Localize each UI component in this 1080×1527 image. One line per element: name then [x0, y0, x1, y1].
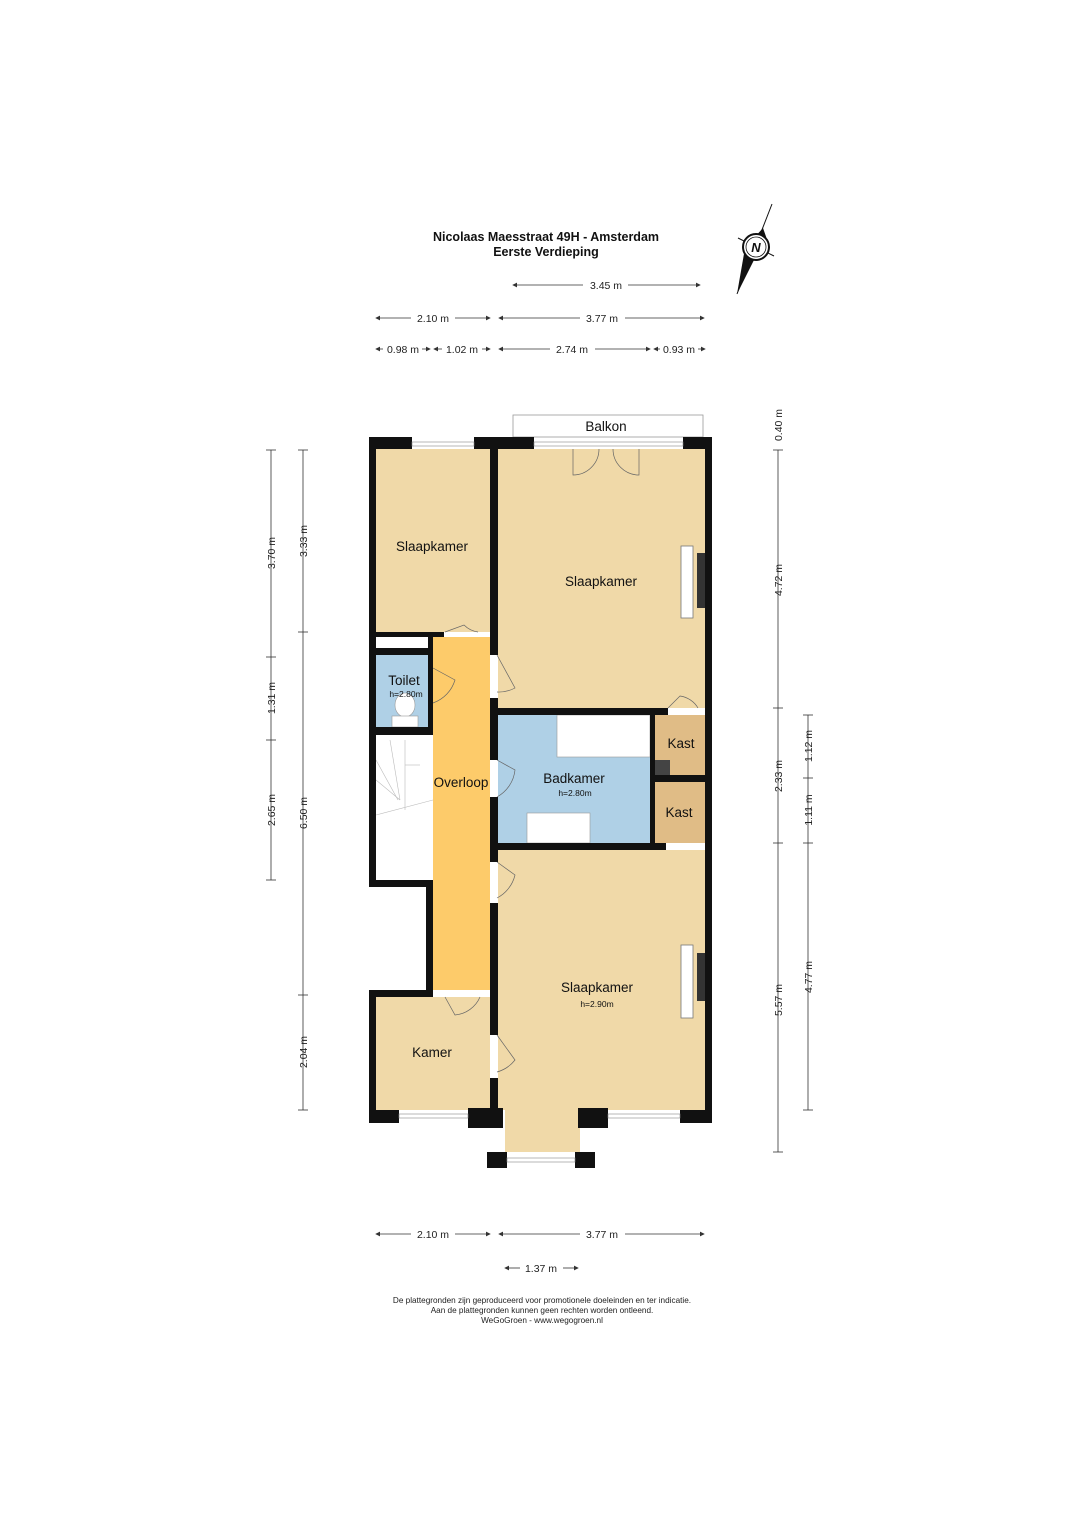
dim-top-2-10: 2.10 m [417, 313, 449, 325]
staircase-steps-icon [375, 739, 434, 816]
bottom-dimensions: 2.10 m 3.77 m 1.37 m [375, 1229, 705, 1275]
dim-right-5-57: 5.57 m [773, 984, 785, 1016]
plan-subtitle: Eerste Verdieping [493, 245, 599, 259]
room-slaapkamer-s [498, 850, 705, 1110]
label-toilet-height: h=2.80m [389, 689, 422, 699]
bathtub-icon [556, 714, 651, 758]
door-swings [432, 448, 699, 1073]
room-kast-2 [655, 782, 705, 843]
label-balkon: Balkon [585, 419, 626, 434]
dim-left-2-65: 2.65 m [266, 794, 278, 826]
dim-top-1-02: 1.02 m [446, 344, 478, 356]
radiator-icon [680, 545, 694, 619]
credit-line: WeGoGroen - www.wegogroen.nl [481, 1316, 603, 1325]
room-overloop [433, 637, 490, 990]
dim-left-3-33: 3.33 m [298, 525, 310, 557]
radiator-icon [680, 944, 694, 1019]
window [398, 1113, 469, 1119]
label-badkamer: Badkamer [543, 771, 605, 786]
window [607, 1113, 681, 1119]
disclaimer-line-2: Aan de plattegronden kunnen geen rechten… [431, 1306, 654, 1315]
label-slaapkamer-s: Slaapkamer [561, 980, 634, 995]
shaft-icon [655, 760, 670, 777]
dim-top-0-98: 0.98 m [387, 344, 419, 356]
dim-right-4-72: 4.72 m [773, 564, 785, 596]
label-overloop: Overloop [434, 775, 489, 790]
dim-top-2-74: 2.74 m [556, 344, 588, 356]
dim-right-1-11: 1.11 m [803, 794, 815, 826]
window [533, 441, 684, 447]
dim-bottom-2-10: 2.10 m [417, 1229, 449, 1241]
room-slaapkamer-ne [498, 449, 705, 708]
label-slaapkamer-ne: Slaapkamer [565, 574, 638, 589]
top-dimensions: 3.45 m 2.10 m 3.77 m 0.98 m 1.02 m 2.74 … [375, 280, 706, 356]
dim-left-3-70: 3.70 m [266, 537, 278, 569]
rooms [376, 414, 705, 1152]
label-badkamer-height: h=2.80m [558, 788, 591, 798]
dim-right-1-12: 1.12 m [803, 730, 815, 762]
dim-bottom-1-37: 1.37 m [525, 1263, 557, 1275]
dim-left-6-50: 6.50 m [298, 797, 310, 829]
room-slaapkamer-nw [376, 449, 490, 632]
room-kamer [376, 997, 490, 1110]
label-kamer: Kamer [412, 1045, 452, 1060]
dim-left-1-31: 1.31 m [266, 682, 278, 714]
double-sink-icon [526, 812, 591, 844]
dim-left-2-04: 2.04 m [298, 1036, 310, 1068]
window [411, 441, 475, 447]
label-kast-1: Kast [667, 736, 694, 751]
right-dimensions: 0.40 m 4.72 m 2.33 m 5.57 m 1.12 m 1.11 … [773, 409, 815, 1153]
label-slaapkamer-s-height: h=2.90m [580, 999, 613, 1009]
dim-right-0-40: 0.40 m [773, 409, 785, 441]
balkon-area [512, 414, 704, 438]
dim-right-2-33: 2.33 m [773, 760, 785, 792]
disclaimer-line-1: De plattegronden zijn geproduceerd voor … [393, 1296, 691, 1305]
label-kast-2: Kast [665, 805, 692, 820]
dim-right-4-77: 4.77 m [803, 961, 815, 993]
walls [369, 437, 712, 1168]
dim-top-3-77: 3.77 m [586, 313, 618, 325]
room-labels: Balkon Slaapkamer Slaapkamer Toilet h=2.… [388, 419, 695, 1060]
dim-bottom-3-77: 3.77 m [586, 1229, 618, 1241]
dim-top-3-45: 3.45 m [590, 280, 622, 292]
label-slaapkamer-nw: Slaapkamer [396, 539, 469, 554]
fixtures [375, 448, 705, 1073]
bay-window-area [505, 1110, 580, 1152]
north-compass-icon: N [736, 203, 775, 295]
label-toilet: Toilet [388, 673, 420, 688]
compass-letter: N [751, 240, 761, 255]
window [506, 1157, 576, 1163]
plan-title: Nicolaas Maesstraat 49H - Amsterdam [433, 230, 659, 244]
left-dimensions: 3.70 m 1.31 m 2.65 m 3.33 m 6.50 m 2.04 … [266, 449, 310, 1111]
dim-top-0-93: 0.93 m [663, 344, 695, 356]
